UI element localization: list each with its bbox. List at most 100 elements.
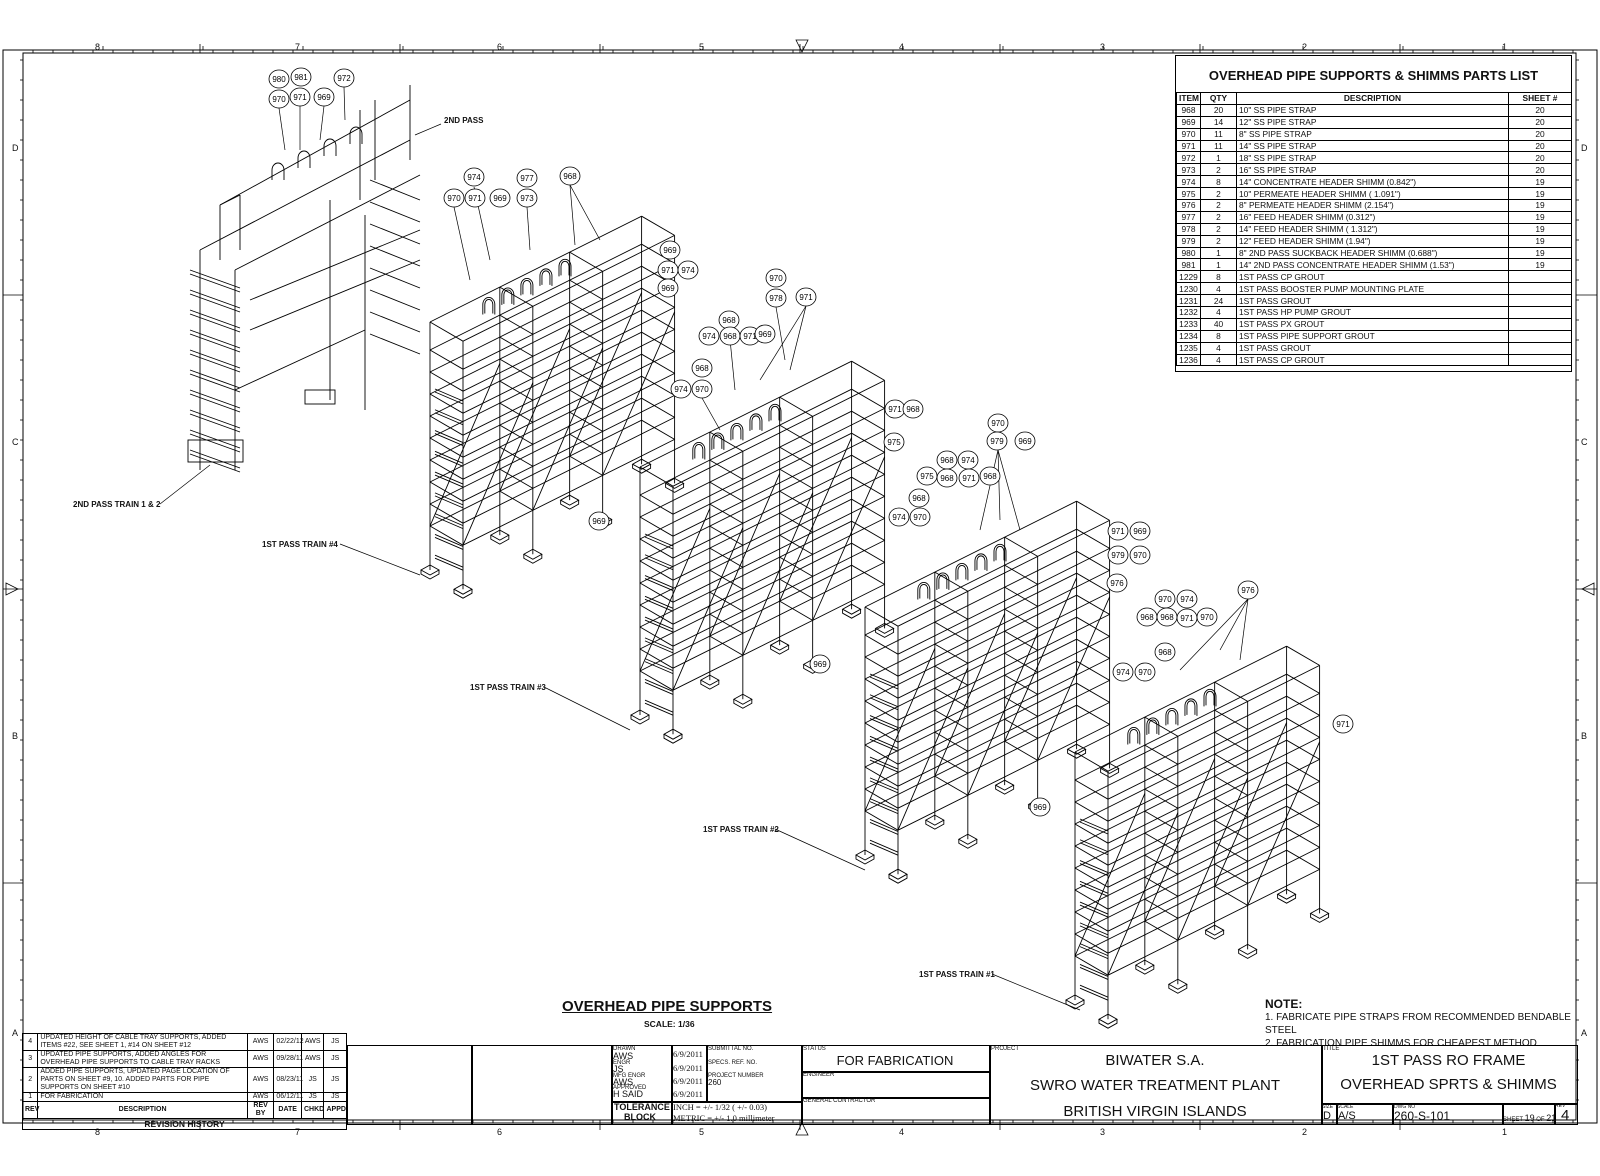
approved-label: APPROVED bbox=[613, 1085, 647, 1091]
item-balloon: 969 bbox=[313, 87, 335, 107]
table-cell: 1234 bbox=[1176, 329, 1201, 343]
svg-text:976: 976 bbox=[1110, 579, 1124, 588]
train-1-label: 1ST PASS TRAIN #1 bbox=[919, 970, 995, 979]
table-cell: 12" FEED HEADER SHIMM (1.94") bbox=[1236, 234, 1509, 248]
svg-text:970: 970 bbox=[695, 385, 709, 394]
item-balloon: 975 bbox=[916, 466, 938, 486]
svg-text:969: 969 bbox=[813, 660, 827, 669]
svg-text:968: 968 bbox=[940, 456, 954, 465]
dwg-label: DWG NO bbox=[1394, 1104, 1416, 1110]
table-cell: JS bbox=[300, 1092, 325, 1102]
item-balloon: 970 bbox=[1196, 607, 1218, 627]
table-cell: 19 bbox=[1508, 246, 1572, 260]
table-cell: 1231 bbox=[1176, 294, 1201, 308]
item-balloon: 971 bbox=[1107, 521, 1129, 541]
svg-text:979: 979 bbox=[990, 437, 1004, 446]
revision-header-4: CHKD bbox=[300, 1101, 325, 1119]
table-cell bbox=[1508, 353, 1572, 367]
item-balloon: 978 bbox=[765, 288, 787, 308]
row-label-D: D bbox=[12, 143, 19, 153]
leader-lines bbox=[159, 86, 1249, 1011]
table-cell: 1 bbox=[1200, 246, 1237, 260]
column-label-5: 5 bbox=[699, 1127, 705, 1137]
table-cell: AWS bbox=[300, 1033, 325, 1051]
engineer-label: ENGINEER bbox=[803, 1072, 835, 1078]
item-balloon: 974 bbox=[957, 450, 979, 470]
row-label-A: A bbox=[12, 1028, 19, 1038]
table-cell: 977 bbox=[1176, 210, 1201, 224]
table-cell: 20 bbox=[1508, 163, 1572, 177]
svg-text:969: 969 bbox=[1033, 803, 1047, 812]
item-balloon: 970 bbox=[765, 268, 787, 288]
parts-header-1: QTY bbox=[1200, 92, 1237, 105]
parts-header-2: DESCRIPTION bbox=[1236, 92, 1509, 105]
svg-text:969: 969 bbox=[661, 284, 675, 293]
column-label-6: 6 bbox=[497, 1127, 503, 1137]
title-label: TITLE bbox=[1323, 1046, 1340, 1052]
item-balloon: 974 bbox=[463, 167, 485, 187]
pipe-support-frames bbox=[187, 85, 1330, 1029]
item-balloon: 974 bbox=[677, 260, 699, 280]
table-cell bbox=[1508, 317, 1572, 331]
project-label: PROJECT bbox=[991, 1046, 1020, 1052]
item-balloon: 971 bbox=[289, 87, 311, 107]
table-cell: 8" PERMEATE HEADER SHIMM (2.154") bbox=[1236, 199, 1509, 212]
column-label-6: 6 bbox=[497, 42, 503, 52]
dwg-number: 260-S-101 bbox=[1394, 1109, 1451, 1123]
blank-box bbox=[347, 1045, 473, 1125]
first-pass-train-2-frame bbox=[855, 500, 1120, 884]
status-value: FOR FABRICATION bbox=[836, 1053, 954, 1068]
item-balloon: 969 bbox=[489, 188, 511, 208]
tolerance-metric: METRIC = +/- 1.0 millimeter bbox=[673, 1113, 775, 1123]
table-cell: 19 bbox=[1508, 210, 1572, 224]
table-cell: 12" SS PIPE STRAP bbox=[1236, 115, 1509, 129]
table-cell: 4 bbox=[1200, 341, 1237, 355]
first-pass-train-4-frame bbox=[420, 215, 685, 599]
row-label-A: A bbox=[1581, 1028, 1588, 1038]
svg-text:973: 973 bbox=[520, 194, 534, 203]
table-cell: 8 bbox=[1200, 329, 1237, 343]
item-balloon: 968 bbox=[936, 468, 958, 488]
item-balloon: 972 bbox=[333, 68, 355, 88]
table-cell: 1ST PASS PIPE SUPPORT GROUT bbox=[1236, 329, 1509, 343]
table-cell: 11 bbox=[1200, 127, 1237, 141]
revision-header-1: DESCRIPTION bbox=[37, 1101, 248, 1119]
svg-text:968: 968 bbox=[906, 405, 920, 414]
svg-text:970: 970 bbox=[769, 274, 783, 283]
item-balloon: 968 bbox=[908, 488, 930, 508]
table-cell: 02/22/12 bbox=[273, 1033, 304, 1051]
table-cell: 14" CONCENTRATE HEADER SHIMM (0.842") bbox=[1236, 175, 1509, 189]
column-label-3: 3 bbox=[1100, 42, 1106, 52]
table-cell: 975 bbox=[1176, 187, 1201, 201]
svg-text:971: 971 bbox=[1111, 527, 1125, 536]
table-cell: 11 bbox=[1200, 139, 1237, 153]
sheet-number: 19 bbox=[1524, 1113, 1535, 1123]
table-cell: 14" FEED HEADER SHIMM ( 1.312") bbox=[1236, 222, 1509, 236]
svg-text:974: 974 bbox=[961, 456, 975, 465]
submittal-box bbox=[706, 1045, 803, 1103]
item-balloon: 981 bbox=[290, 67, 312, 87]
item-balloon: 970 bbox=[443, 188, 465, 208]
parts-list-title: OVERHEAD PIPE SUPPORTS & SHIMMS PARTS LI… bbox=[1208, 68, 1539, 83]
table-cell: 2 bbox=[1200, 210, 1237, 224]
approved-by: H SAID bbox=[613, 1089, 644, 1099]
table-cell: AWS bbox=[246, 1050, 275, 1068]
svg-text:971: 971 bbox=[293, 93, 307, 102]
revision-header-5: APPD bbox=[323, 1101, 347, 1119]
svg-text:971: 971 bbox=[888, 405, 902, 414]
drawn-date: 6/9/2011 bbox=[673, 1049, 703, 1059]
svg-text:969: 969 bbox=[493, 194, 507, 203]
item-balloon: 969 bbox=[588, 511, 610, 531]
table-cell: 1ST PASS CP GROUT bbox=[1236, 270, 1509, 284]
first-pass-train-3-frame bbox=[630, 360, 895, 744]
table-cell: 1 bbox=[1200, 151, 1237, 165]
